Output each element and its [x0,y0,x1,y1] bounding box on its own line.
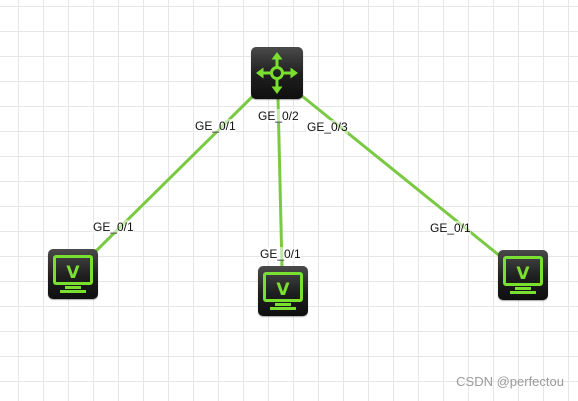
watermark: CSDN @perfectou [456,374,564,389]
vpc-monitor-icon: V [503,256,543,294]
port-label-router-ge03: GE_0/3 [307,120,348,134]
vpc-glyph: V [276,280,290,300]
vpc-monitor-icon: V [263,272,303,310]
link-router-pc-middle[interactable] [276,97,284,269]
port-label-router-ge02: GE_0/2 [258,109,299,123]
vpc-node-middle[interactable]: V [258,266,308,316]
vpc-node-right[interactable]: V [498,250,548,300]
port-label-router-ge01: GE_0/1 [195,119,236,133]
router-arrows-icon [256,52,298,94]
vpc-node-left[interactable]: V [48,249,98,299]
port-label-pc-left-ge01: GE_0/1 [93,220,134,234]
vpc-monitor-icon: V [53,255,93,293]
port-label-pc-right-ge01: GE_0/1 [430,221,471,235]
vpc-glyph: V [516,264,530,284]
port-label-pc-middle-ge01: GE_0/1 [260,247,301,261]
vpc-glyph: V [66,263,80,283]
router-node[interactable] [251,47,303,99]
